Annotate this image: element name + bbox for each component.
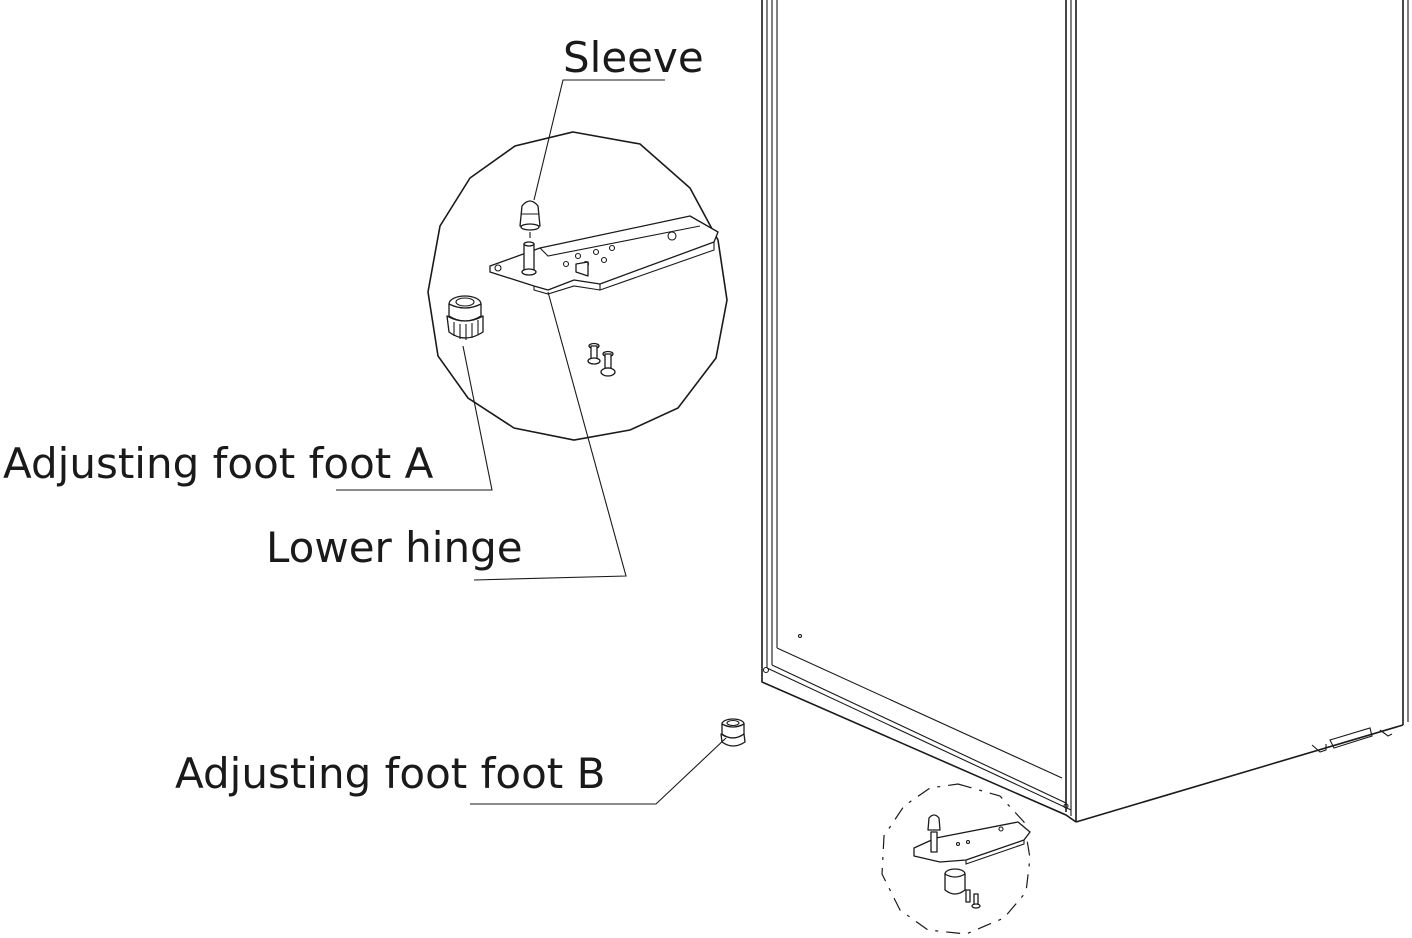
hinge-detail-callout <box>427 131 728 441</box>
small-hinge-callout <box>881 783 1031 935</box>
adjusting-foot-a-label: Adjusting foot foot A <box>3 439 434 488</box>
sleeve-label: Sleeve <box>563 33 704 82</box>
refrigerator-cabinet <box>761 0 1409 823</box>
screws-part <box>587 342 616 377</box>
lower-hinge-label: Lower hinge <box>266 523 523 572</box>
lower-hinge-part <box>489 215 719 295</box>
adjusting-foot-b-part <box>720 718 746 747</box>
leader-lines <box>336 79 727 805</box>
adjusting-foot-a-part <box>446 295 484 340</box>
sleeve-part <box>519 200 541 238</box>
adjusting-foot-b-label: Adjusting foot foot B <box>175 749 605 798</box>
